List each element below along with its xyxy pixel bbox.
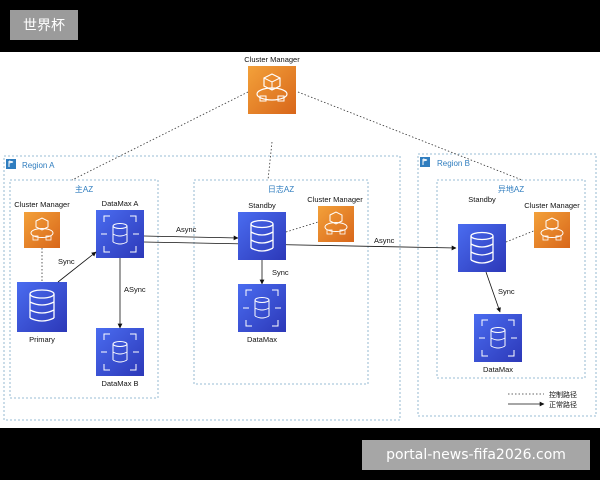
cluster-manager-remote-label: Cluster Manager xyxy=(524,201,580,210)
async-label: Async xyxy=(374,236,395,245)
standby-database-icon xyxy=(238,212,286,260)
cluster-manager-icon xyxy=(248,66,296,114)
datamax-icon xyxy=(474,314,522,362)
region-a-label: Region A xyxy=(22,161,55,170)
sync-log-label: Sync xyxy=(272,268,289,277)
cluster-manager-icon xyxy=(318,206,354,242)
architecture-diagram: Region A Region B 主AZ 日志AZ 异地AZ Cluster … xyxy=(3,55,597,421)
datamax-remote-label: DataMax xyxy=(483,365,513,374)
control-line xyxy=(71,91,249,181)
flag-icon xyxy=(6,159,16,169)
cluster-manager-top-label: Cluster Manager xyxy=(244,55,300,64)
control-line xyxy=(505,229,537,243)
datamax-icon xyxy=(238,284,286,332)
az-log-label: 日志AZ xyxy=(268,184,294,194)
legend-control-label: 控制路径 xyxy=(549,390,577,399)
az-log-box xyxy=(193,179,369,385)
watermark: portal-news-fifa2026.com xyxy=(362,440,590,470)
region-b-label: Region B xyxy=(437,159,470,168)
async-label: Async xyxy=(176,225,197,234)
cluster-manager-icon xyxy=(534,212,570,248)
az-remote-box xyxy=(436,179,586,379)
datamax-icon xyxy=(96,210,144,258)
standby-remote-label: Standby xyxy=(468,195,496,204)
sync-label: Sync xyxy=(58,257,75,266)
sync-remote-label: Sync xyxy=(498,287,515,296)
control-line xyxy=(267,141,273,181)
primary-database-icon xyxy=(17,282,67,332)
primary-label: Primary xyxy=(29,335,55,344)
region-b-box xyxy=(417,153,597,417)
sync-arrow xyxy=(485,271,501,313)
sync-arrow xyxy=(57,251,97,283)
async-main-label: ASync xyxy=(124,285,146,294)
async-arrow xyxy=(143,235,239,241)
region-a-box xyxy=(3,155,401,421)
cluster-manager-icon xyxy=(24,212,60,248)
standby-database-icon xyxy=(458,224,506,272)
standby-log-label: Standby xyxy=(248,201,276,210)
az-main-label: 主AZ xyxy=(75,184,93,194)
az-remote-label: 异地AZ xyxy=(498,184,524,194)
datamax-icon xyxy=(96,328,144,376)
flag-icon xyxy=(420,157,430,167)
cluster-manager-log-label: Cluster Manager xyxy=(307,195,363,204)
datamax-a-label: DataMax A xyxy=(102,199,139,208)
cluster-manager-main-label: Cluster Manager xyxy=(14,200,70,209)
async-arrow xyxy=(143,241,457,251)
legend-normal-label: 正常路径 xyxy=(549,400,577,409)
datamax-log-label: DataMax xyxy=(247,335,277,344)
az-main-box xyxy=(9,179,159,399)
top-tag: 世界杯 xyxy=(10,10,78,40)
control-line xyxy=(297,91,523,181)
control-line xyxy=(285,221,319,233)
diagram-canvas: Region A Region B 主AZ 日志AZ 异地AZ Cluster … xyxy=(0,52,600,428)
datamax-b-label: DataMax B xyxy=(101,379,138,388)
